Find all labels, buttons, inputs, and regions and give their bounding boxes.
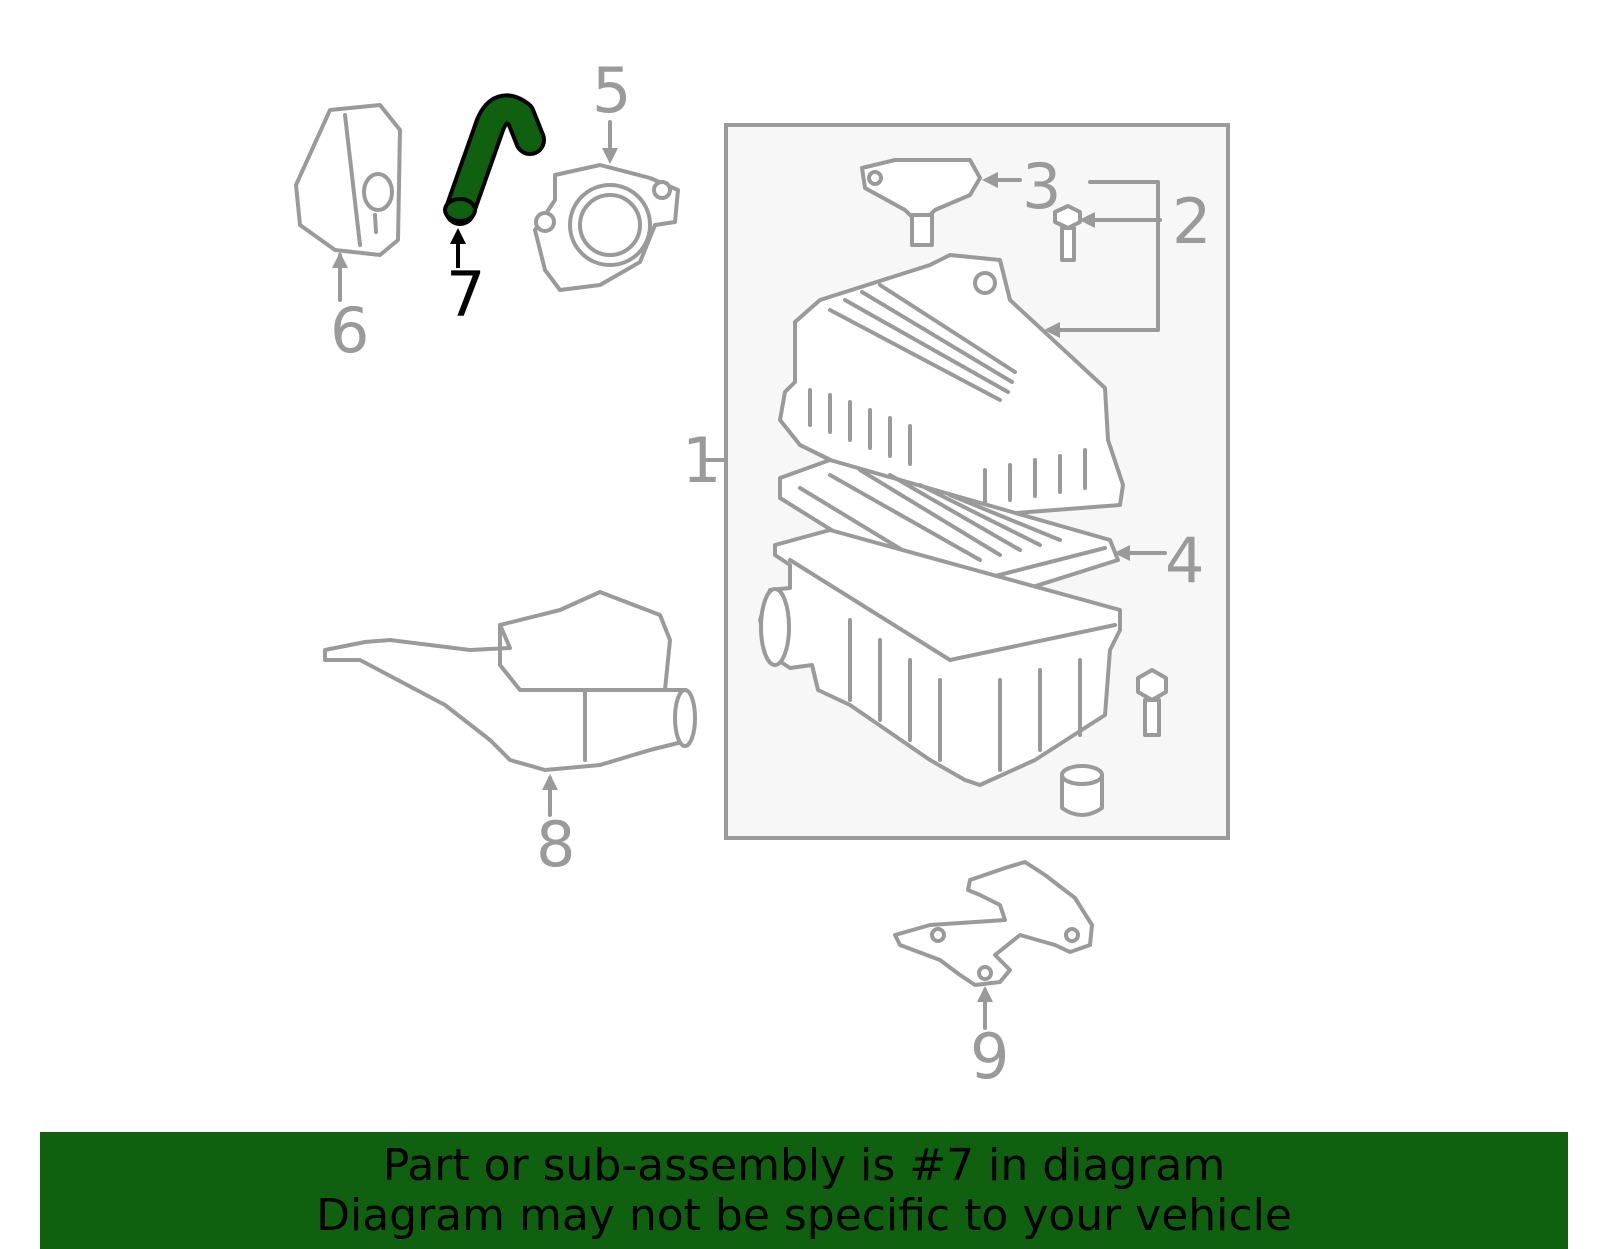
part-2-bolt xyxy=(1053,204,1082,262)
part-info-banner: Part or sub-assembly is #7 in diagram Di… xyxy=(40,1132,1568,1249)
callout-8: 8 xyxy=(536,808,575,881)
part-grommet xyxy=(1060,764,1104,817)
part-6-resonator xyxy=(294,103,402,302)
leader-lines-2-3 xyxy=(982,172,1162,338)
part-case-bolt xyxy=(1136,668,1168,737)
callout-2: 2 xyxy=(1172,185,1211,258)
part-9-bracket xyxy=(893,860,1094,1030)
callout-7: 7 xyxy=(446,258,485,331)
part-air-cleaner-case xyxy=(758,528,1122,787)
callout-4: 4 xyxy=(1165,524,1204,597)
part-7-hose xyxy=(443,93,546,268)
callout-1: 1 xyxy=(682,424,721,497)
callout-9: 9 xyxy=(970,1020,1009,1093)
part-8-intake-duct xyxy=(323,590,697,817)
banner-line-1: Part or sub-assembly is #7 in diagram xyxy=(382,1139,1226,1191)
part-air-cleaner-cover xyxy=(778,253,1125,520)
callout-6: 6 xyxy=(330,294,369,367)
part-5-throttle-body xyxy=(533,120,680,292)
banner-line-2: Diagram may not be specific to your vehi… xyxy=(316,1189,1292,1241)
part-3-sensor xyxy=(860,158,982,247)
callout-5: 5 xyxy=(592,54,631,127)
